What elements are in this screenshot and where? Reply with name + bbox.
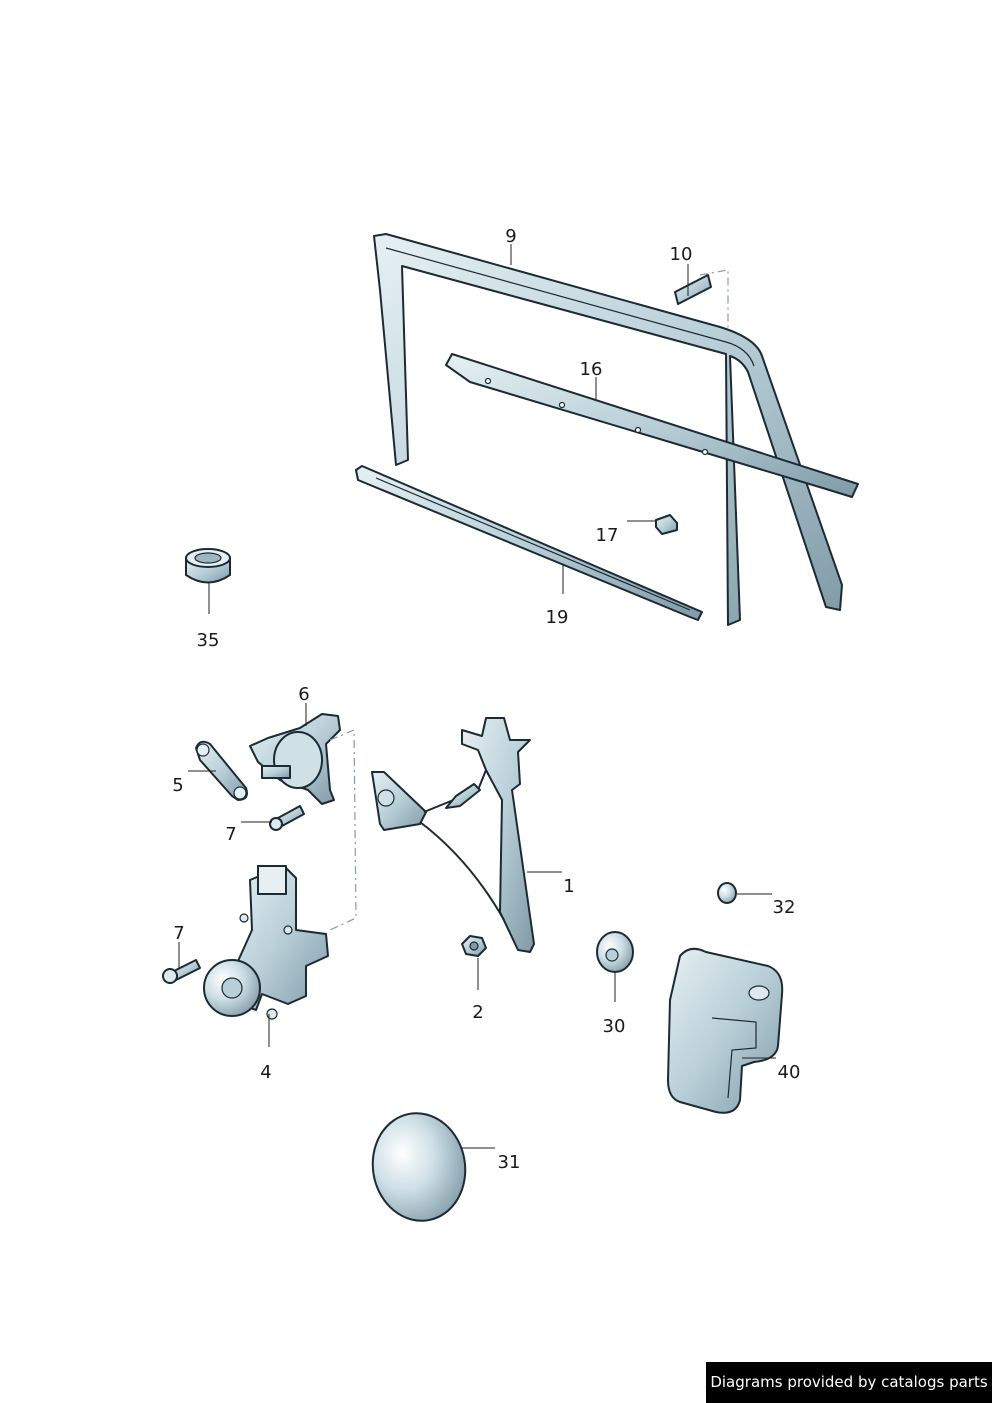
callout-30: 30 [603,1016,626,1037]
callout-2: 2 [472,1002,483,1023]
credit-text: Diagrams provided by catalogs parts [710,1373,988,1391]
part-6-crank-bearing [249,713,341,805]
callout-4: 4 [260,1062,271,1083]
part-10-clip [674,274,712,305]
callout-5: 5 [172,775,183,796]
callout-40: 40 [778,1062,801,1083]
part-17-stop-block [655,514,678,535]
part-9-window-channel-seal [373,233,843,626]
callout-labels: 9 10 16 17 19 35 6 5 7 1 32 7 2 30 40 4 … [172,226,800,1173]
callout-7a: 7 [225,824,236,845]
callout-31: 31 [498,1152,521,1173]
credit-banner: Diagrams provided by catalogs parts [706,1362,992,1403]
callout-19: 19 [546,607,569,628]
callout-16: 16 [580,359,603,380]
part-31-cover-cap [371,1112,467,1222]
part-35-bushing [185,548,231,584]
part-7-screw-upper [269,805,305,831]
part-32-plug [717,882,737,904]
part-4-window-regulator-motor [203,865,329,1020]
part-16-outer-seal-strip [445,353,859,498]
callout-6: 6 [298,684,309,705]
part-1-window-regulator [371,717,535,953]
part-30-grommet [596,931,634,973]
callout-32: 32 [773,897,796,918]
callout-17: 17 [596,525,619,546]
callout-35: 35 [197,630,220,651]
callout-10: 10 [670,244,693,265]
callout-9: 9 [505,226,516,247]
callout-7b: 7 [173,923,184,944]
part-2-nut [461,935,487,957]
part-7-screw-lower [162,959,201,984]
part-5-window-crank [195,740,248,801]
dash-line-crank [329,729,357,931]
callout-1: 1 [563,876,574,897]
part-19-inner-seal-strip [355,465,703,621]
part-40-membrane [667,947,784,1114]
leader-lines [178,244,776,1149]
